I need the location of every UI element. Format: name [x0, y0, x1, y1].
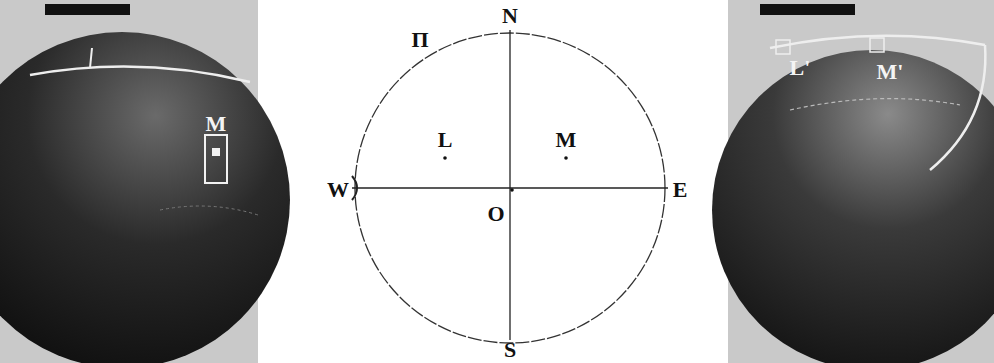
dark-bar — [45, 4, 130, 15]
tick — [90, 48, 92, 68]
equator-line — [352, 187, 668, 188]
center-label: O — [487, 203, 504, 225]
point — [443, 156, 447, 160]
plane-symbol: Π — [411, 29, 428, 51]
point-label: L — [438, 129, 453, 151]
sphere — [712, 50, 994, 363]
point-label: L' — [790, 57, 811, 79]
compass-label: W — [327, 179, 349, 201]
sphere — [0, 32, 290, 363]
marker-dot — [212, 148, 220, 156]
compass-label: S — [504, 339, 516, 361]
point-label: M — [556, 129, 577, 151]
shade-line — [160, 206, 258, 215]
compass-label: E — [673, 179, 688, 201]
marker-box — [205, 135, 227, 183]
meridian-line — [509, 30, 510, 340]
point — [564, 156, 568, 160]
point — [510, 188, 514, 192]
point-label: M — [206, 113, 227, 135]
marker-box — [870, 38, 884, 52]
compass-label: N — [502, 5, 518, 27]
dark-bar — [760, 4, 855, 15]
shade-line — [790, 99, 960, 110]
marker-box — [776, 40, 790, 54]
point-label: M' — [877, 61, 904, 83]
curve-line — [30, 66, 250, 82]
rotation-bracket — [352, 176, 357, 200]
curve-line — [930, 45, 985, 170]
